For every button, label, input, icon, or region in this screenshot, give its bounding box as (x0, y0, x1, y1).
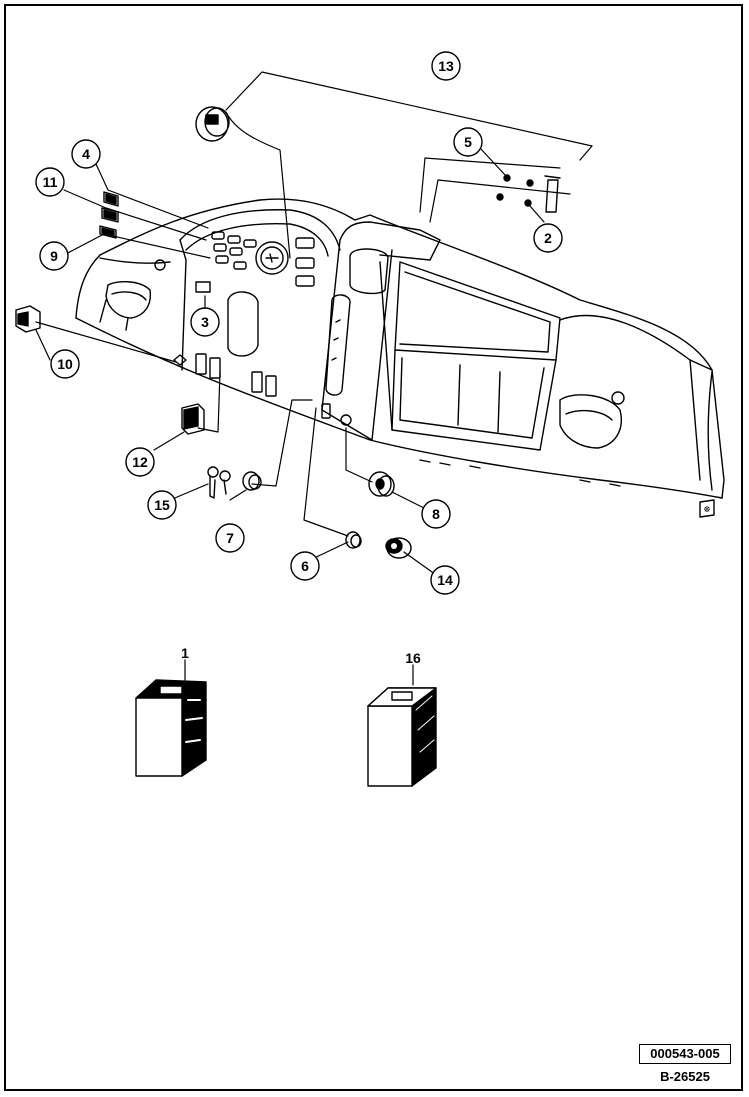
label-1: 1 (181, 645, 189, 661)
svg-text:15: 15 (154, 497, 170, 513)
rocker-switches-small (99, 191, 119, 239)
svg-text:4: 4 (82, 146, 90, 162)
switch-10 (15, 305, 41, 333)
svg-text:14: 14 (437, 572, 453, 588)
switch-14 (385, 537, 412, 559)
callout-9: 9 (39, 241, 69, 271)
switch-7 (242, 471, 262, 491)
svg-text:3: 3 (201, 314, 209, 330)
svg-text:9: 9 (50, 248, 58, 264)
callout-15: 15 (147, 490, 177, 520)
label-16: 16 (405, 650, 421, 666)
diagram-frame (4, 4, 743, 1091)
svg-text:10: 10 (57, 356, 73, 372)
svg-text:☸: ☸ (703, 505, 710, 514)
svg-text:8: 8 (432, 506, 440, 522)
switch-12 (181, 403, 205, 435)
svg-text:11: 11 (43, 174, 58, 190)
callout-11: 11 (35, 167, 65, 197)
svg-text:13: 13 (438, 58, 454, 74)
callout-6: 6 (290, 551, 320, 581)
switch-8 (368, 471, 395, 497)
callout-4: 4 (71, 139, 101, 169)
callout-7: 7 (215, 523, 245, 553)
callout-5: 5 (453, 127, 483, 157)
drawing-number: B-26525 (660, 1069, 710, 1084)
svg-text:6: 6 (301, 558, 309, 574)
svg-text:5: 5 (464, 134, 472, 150)
ignition-keys (207, 466, 231, 499)
dashboard-panel: ☸ (75, 198, 725, 518)
decal-pack-1 (135, 679, 207, 777)
document-number: 000543-005 (639, 1044, 731, 1064)
wire-connectors (496, 174, 561, 213)
leader-lines (35, 71, 593, 686)
svg-text:12: 12 (132, 454, 148, 470)
callout-12: 12 (125, 447, 155, 477)
callout-10: 10 (50, 349, 80, 379)
callout-2: 2 (533, 223, 563, 253)
callout-8: 8 (421, 499, 451, 529)
gauge-part (195, 106, 230, 142)
switch-6 (345, 531, 362, 549)
decal-pack-16 (367, 687, 437, 787)
callout-3: 3 (190, 307, 220, 337)
callout-13: 13 (431, 51, 461, 81)
exploded-parts (15, 106, 561, 559)
svg-text:7: 7 (226, 530, 234, 546)
svg-text:2: 2 (544, 230, 552, 246)
callout-14: 14 (430, 565, 460, 595)
